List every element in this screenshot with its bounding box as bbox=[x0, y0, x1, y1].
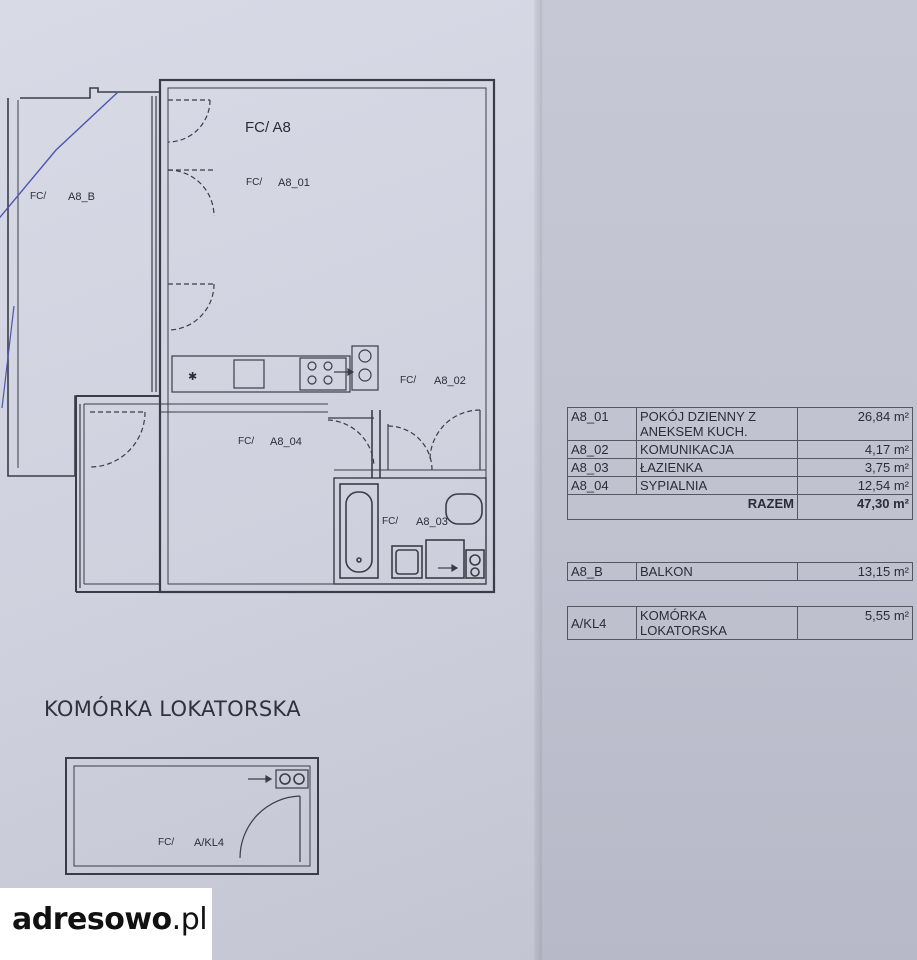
storage-section-title: KOMÓRKA LOKATORSKA bbox=[44, 697, 301, 721]
logo-text: adresowo.pl bbox=[12, 902, 208, 937]
table-row: A8_04 SYPIALNIA 12,54 m² bbox=[567, 476, 913, 495]
table-row: A/KL4 KOMÓRKA LOKATORSKA 5,55 m² bbox=[567, 606, 913, 640]
apartment-walls bbox=[75, 78, 496, 594]
logo-suffix: .pl bbox=[171, 902, 208, 937]
storage-room-outline bbox=[65, 757, 319, 875]
pen-line bbox=[0, 91, 119, 219]
table-row: A8_01 POKÓJ DZIENNY Z ANEKSEM KUCH. 26,8… bbox=[567, 407, 913, 441]
living-label-code: A8_01 bbox=[278, 177, 310, 189]
room-code: A8_B bbox=[567, 562, 637, 581]
storage-label-prefix: FC/ bbox=[158, 837, 174, 848]
unit-label: FC/ A8 bbox=[245, 119, 291, 136]
table-row: A8_03 ŁAZIENKA 3,75 m² bbox=[567, 458, 913, 477]
room-name: POKÓJ DZIENNY Z ANEKSEM KUCH. bbox=[636, 407, 798, 441]
room-code: A/KL4 bbox=[567, 606, 637, 640]
room-area: 3,75 m² bbox=[797, 458, 913, 477]
room-area: 26,84 m² bbox=[797, 407, 913, 441]
bathroom-label-code: A8_03 bbox=[416, 516, 448, 528]
bedroom-label-code: A8_04 bbox=[270, 436, 302, 448]
room-area: 13,15 m² bbox=[797, 562, 913, 581]
room-name: SYPIALNIA bbox=[636, 476, 798, 495]
balcony-table: A8_B BALKON 13,15 m² bbox=[567, 562, 913, 581]
floor-plan: ✱ bbox=[0, 78, 496, 875]
room-name: KOMÓRKA LOKATORSKA bbox=[636, 606, 798, 640]
living-label-prefix: FC/ bbox=[246, 177, 262, 188]
bedroom-walls bbox=[160, 403, 381, 478]
storage-table: A/KL4 KOMÓRKA LOKATORSKA 5,55 m² bbox=[567, 606, 913, 640]
balcony-label-code: A8_B bbox=[68, 191, 95, 203]
logo-brand: adresowo bbox=[12, 902, 172, 937]
area-table: A8_01 POKÓJ DZIENNY Z ANEKSEM KUCH. 26,8… bbox=[567, 407, 913, 520]
balcony-doors bbox=[89, 99, 215, 468]
balcony-label-prefix: FC/ bbox=[30, 191, 46, 202]
room-code: A8_03 bbox=[567, 458, 637, 477]
bathroom-walls bbox=[333, 409, 487, 585]
room-area: 5,55 m² bbox=[797, 606, 913, 640]
room-code: A8_02 bbox=[567, 440, 637, 459]
room-name: ŁAZIENKA bbox=[636, 458, 798, 477]
kitchen-fan-icon: ✱ bbox=[188, 371, 197, 383]
adresowo-logo: adresowo.pl bbox=[0, 888, 212, 960]
total-label: RAZEM bbox=[567, 494, 798, 520]
room-name: BALKON bbox=[636, 562, 798, 581]
room-code: A8_01 bbox=[567, 407, 637, 441]
storage-label-code: A/KL4 bbox=[194, 837, 224, 849]
room-area: 4,17 m² bbox=[797, 440, 913, 459]
bedroom-label-prefix: FC/ bbox=[238, 436, 254, 447]
kitchen-counter bbox=[171, 345, 379, 393]
hall-label-prefix: FC/ bbox=[400, 375, 416, 386]
bathroom-label-prefix: FC/ bbox=[382, 516, 398, 527]
hall-label-code: A8_02 bbox=[434, 375, 466, 387]
paper-fold bbox=[534, 0, 544, 960]
room-name: KOMUNIKACJA bbox=[636, 440, 798, 459]
room-area: 12,54 m² bbox=[797, 476, 913, 495]
table-row: A8_02 KOMUNIKACJA 4,17 m² bbox=[567, 440, 913, 459]
paper-left-half bbox=[0, 0, 540, 960]
room-code: A8_04 bbox=[567, 476, 637, 495]
total-value: 47,30 m² bbox=[797, 494, 913, 520]
table-row: A8_B BALKON 13,15 m² bbox=[567, 562, 913, 581]
total-row: RAZEM 47,30 m² bbox=[567, 494, 913, 520]
